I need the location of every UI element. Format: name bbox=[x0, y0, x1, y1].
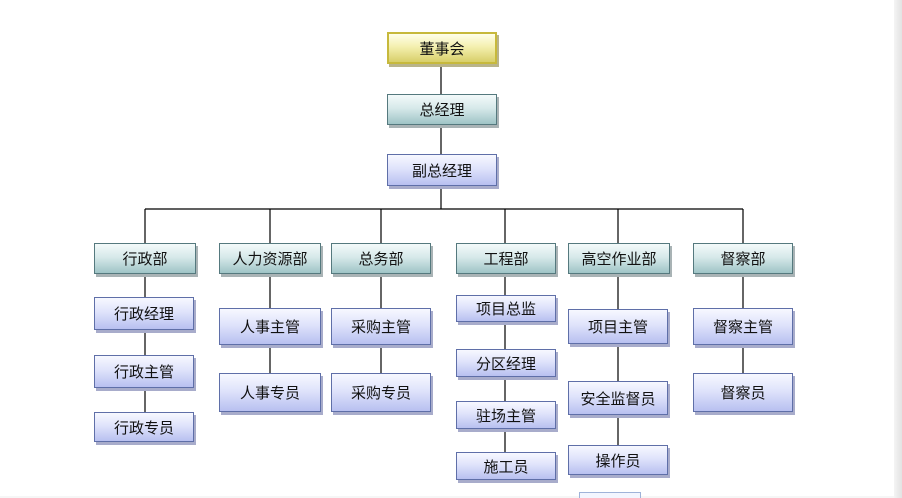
node-admin-manager: 行政经理 bbox=[94, 297, 194, 330]
node-dept-admin: 行政部 bbox=[94, 243, 196, 274]
node-vice-ceo: 副总经理 bbox=[387, 154, 497, 186]
node-dept-aerial: 高空作业部 bbox=[568, 243, 670, 274]
node-eng-zone-manager: 分区经理 bbox=[456, 349, 556, 377]
node-aerial-project-supervisor: 项目主管 bbox=[568, 309, 668, 344]
node-board: 董事会 bbox=[387, 32, 497, 64]
node-supervision-inspector: 督察员 bbox=[693, 373, 793, 412]
node-general-purchasing-specialist: 采购专员 bbox=[331, 373, 431, 412]
node-ceo: 总经理 bbox=[387, 94, 497, 125]
node-eng-site-supervisor: 驻场主管 bbox=[456, 401, 556, 429]
node-dept-engineering: 工程部 bbox=[456, 243, 556, 274]
node-supervision-supervisor: 督察主管 bbox=[693, 308, 793, 345]
node-eng-construction-worker: 施工员 bbox=[456, 452, 556, 480]
node-eng-project-director: 项目总监 bbox=[456, 295, 556, 322]
node-admin-specialist: 行政专员 bbox=[94, 412, 194, 442]
node-general-purchasing-supervisor: 采购主管 bbox=[331, 308, 431, 345]
node-hr-specialist: 人事专员 bbox=[219, 373, 321, 412]
scroll-strip bbox=[894, 0, 902, 498]
partial-element-bottom bbox=[579, 492, 641, 498]
node-dept-supervision: 督察部 bbox=[693, 243, 793, 274]
node-dept-general: 总务部 bbox=[331, 243, 431, 274]
node-hr-supervisor: 人事主管 bbox=[219, 308, 321, 345]
node-admin-supervisor: 行政主管 bbox=[94, 355, 194, 388]
node-dept-hr: 人力资源部 bbox=[219, 243, 321, 274]
node-aerial-operator: 操作员 bbox=[568, 445, 668, 475]
node-aerial-safety-inspector: 安全监督员 bbox=[568, 381, 668, 415]
